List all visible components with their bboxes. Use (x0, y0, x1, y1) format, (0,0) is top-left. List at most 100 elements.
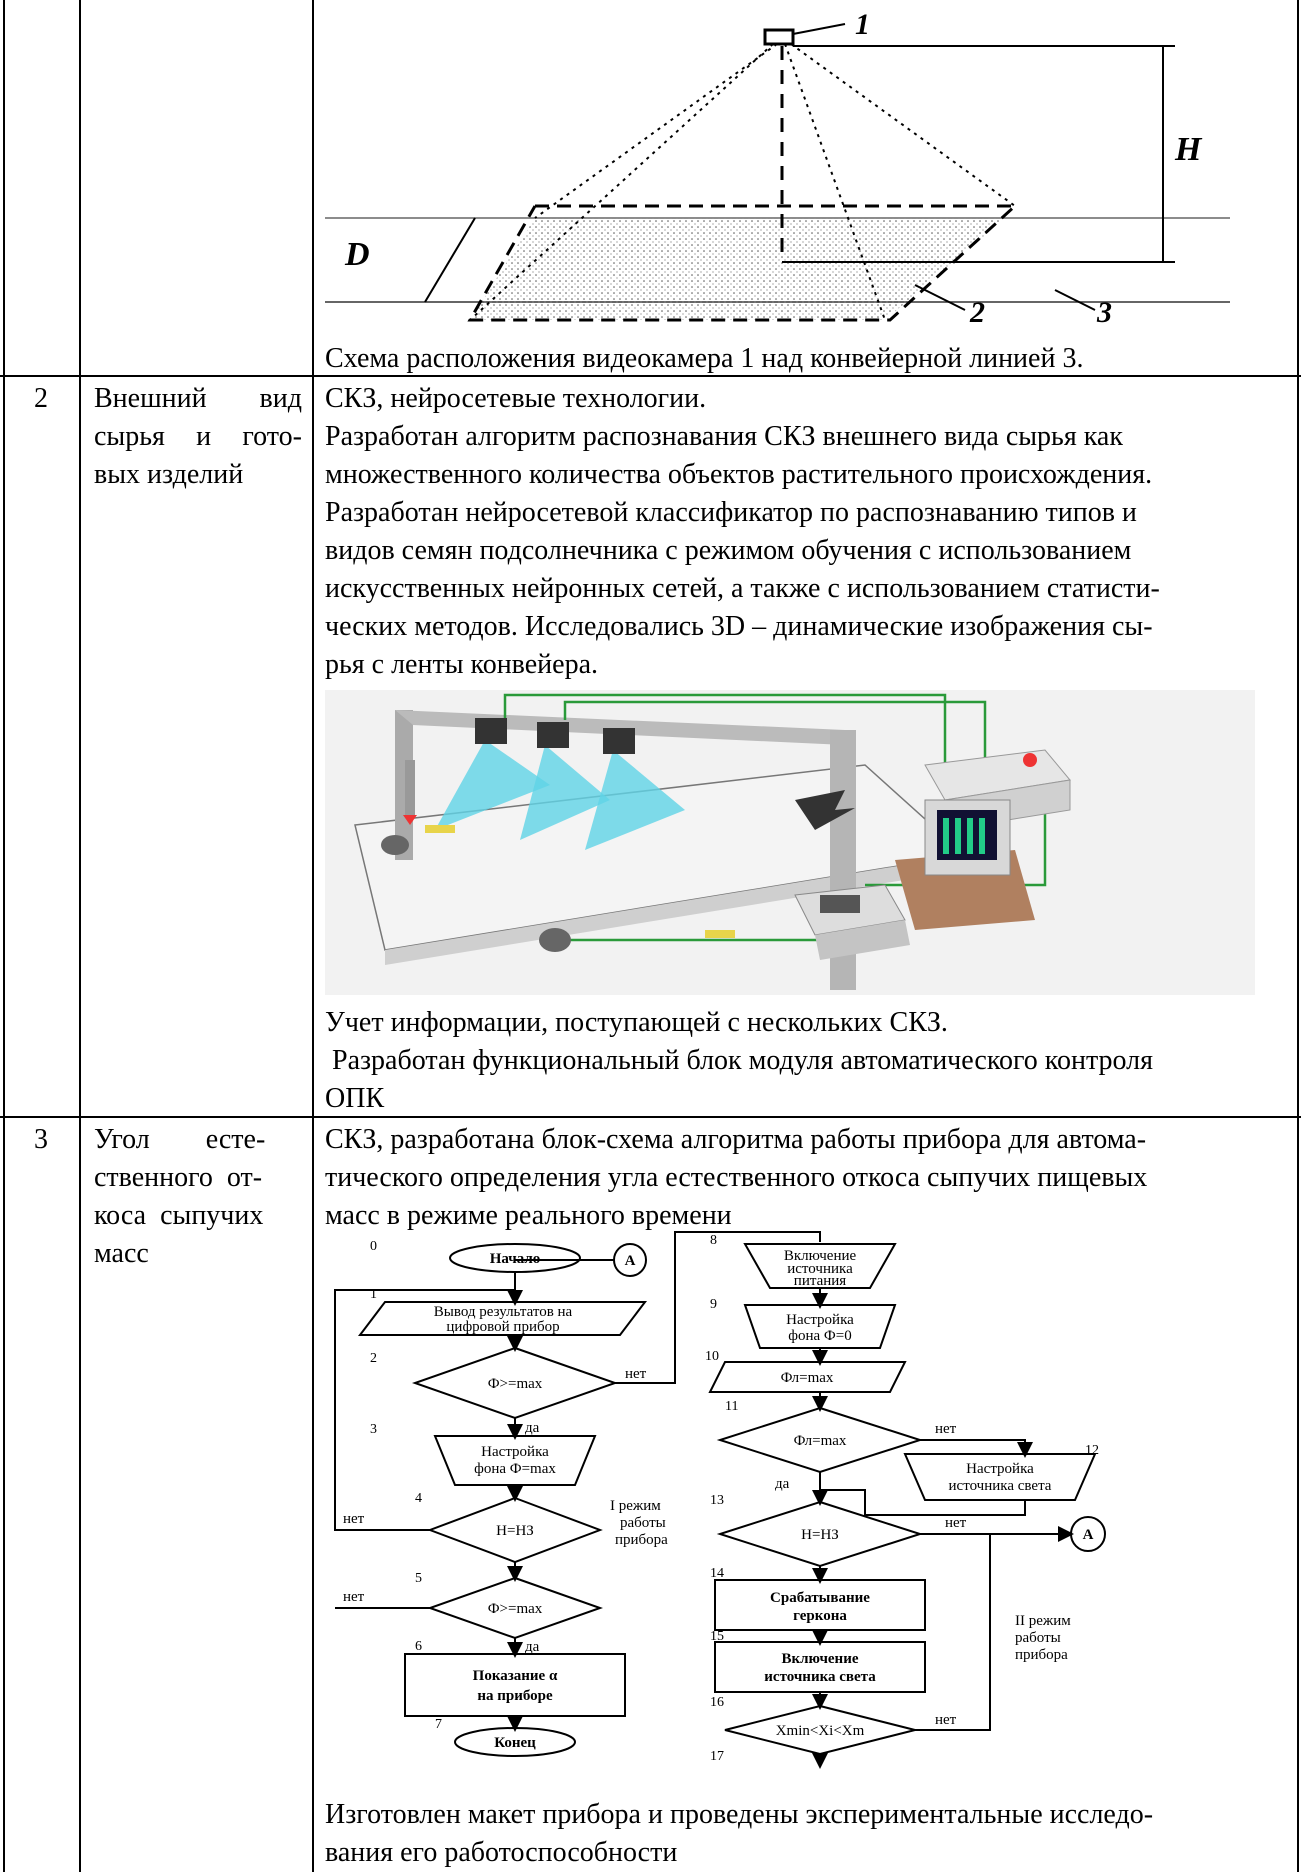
row3-caption-line: Изготовлен макет прибора и проведены экс… (325, 1799, 1154, 1830)
row2-param-line: вых изделий (94, 459, 244, 490)
table-border-right (1297, 0, 1299, 1872)
row2-text-line: множественного количества объектов расти… (325, 459, 1153, 490)
fc-step-number: 6 (415, 1639, 422, 1654)
row2-caption-line: Учет информации, поступающей с нескольки… (325, 1007, 948, 1038)
label-d: D (344, 236, 370, 273)
row1-caption: Схема расположения видеокамера 1 над кон… (325, 343, 1084, 374)
fc-step-number: 10 (705, 1349, 719, 1364)
row2-text-line: ческих методов. Исследовались 3D – динам… (325, 611, 1153, 642)
table-border-col1 (79, 0, 81, 1872)
fc-power-line1: Включение (784, 1248, 857, 1264)
conveyor-vision-system-figure (325, 690, 1255, 995)
fc-h-hz-2: Н=НЗ (801, 1527, 839, 1543)
label-1: 1 (855, 10, 870, 41)
fc-no-3: нет (343, 1589, 365, 1605)
table-border-left (3, 0, 5, 1872)
fc-step-number: 7 (435, 1717, 442, 1732)
fc-bg-zero-line1: Настройка (786, 1312, 854, 1328)
row2-text-line: видов семян подсолнечника с режимом обуч… (325, 535, 1132, 566)
fc-output-line2: цифровой прибор (446, 1319, 559, 1335)
fc-light-on-line2: источника света (764, 1669, 876, 1685)
fc-step-number: 15 (710, 1629, 724, 1644)
row3-param-line: ственного от- (94, 1162, 263, 1193)
fc-connector-a-2: A (1083, 1527, 1094, 1543)
fc-yes-1: да (525, 1420, 540, 1436)
row3-number: 3 (34, 1124, 48, 1155)
fc-step-number: 9 (710, 1297, 717, 1312)
row2-number: 2 (34, 383, 48, 414)
fc-reed-line1: Срабатывание (770, 1590, 870, 1606)
fc-step-number: 2 (370, 1351, 377, 1366)
fc-step-number: 3 (370, 1422, 377, 1437)
row2-text-line: Разработан нейросетевой классификатор по… (325, 497, 1137, 528)
fc-yes-3: да (775, 1476, 790, 1492)
fc-bg-max-line2: фона Ф=max (474, 1461, 556, 1477)
fc-power-line3: питания (794, 1273, 847, 1289)
row2-text-line: рья с ленты конвейера. (325, 649, 598, 680)
fc-mode1-line3: прибора (615, 1532, 668, 1548)
fc-phi-max-1: Ф>=max (488, 1376, 543, 1392)
fc-step-number: 8 (710, 1233, 717, 1248)
row2-text-line: СКЗ, нейросетевые технологии. (325, 383, 707, 414)
fc-no-6: нет (935, 1712, 957, 1728)
fc-reed-line2: геркона (793, 1608, 847, 1624)
fc-phil-max-1: Фл=max (781, 1370, 834, 1386)
fc-step-number: 0 (370, 1239, 377, 1254)
fc-step-number: 1 (370, 1287, 377, 1302)
row3-text-line: СКЗ, разработана блок-схема алгоритма ра… (325, 1124, 1147, 1155)
fc-output-line1: Вывод результатов на (434, 1304, 573, 1320)
fc-yes-2: да (525, 1639, 540, 1655)
fc-step-number: 14 (710, 1566, 724, 1581)
fc-step-number: 12 (1085, 1443, 1099, 1458)
fc-mode2-line2: работы (1015, 1630, 1061, 1646)
label-3: 3 (1096, 296, 1112, 329)
fc-phi-max-2: Ф>=max (488, 1601, 543, 1617)
row2-param-line: сырья и гото- (94, 421, 302, 452)
row2-param-line: Внешний вид (94, 383, 302, 414)
row-divider-2 (0, 1116, 1301, 1118)
fc-show-alpha-1-line1: Показание α (473, 1668, 558, 1684)
row3-param-line: коса сыпучих (94, 1200, 264, 1231)
fc-no-2: нет (343, 1511, 365, 1527)
fc-step-number: 16 (710, 1695, 724, 1710)
fc-h-hz-1: Н=НЗ (496, 1523, 534, 1539)
algorithm-flowchart: Начало A Вывод результатов на цифровой п… (334, 1231, 1106, 1769)
row3-param-line: Угол есте- (94, 1124, 266, 1155)
fc-light-adj-line2: источника света (949, 1478, 1052, 1494)
table-border-col2 (312, 0, 314, 1872)
fc-show-alpha-1-line2: на приборе (477, 1688, 553, 1704)
fc-bg-max-line1: Настройка (481, 1444, 549, 1460)
fc-start: Начало (490, 1251, 541, 1267)
fc-mode1-line2: работы (620, 1515, 666, 1531)
fc-light-on-line1: Включение (781, 1651, 858, 1667)
fc-condition: Xmin<Xi<Xm (776, 1723, 865, 1739)
fc-connector-a: A (625, 1253, 636, 1269)
fc-no-4: нет (935, 1421, 957, 1437)
fc-mode2-line3: прибора (1015, 1647, 1068, 1663)
fc-step-number: 4 (415, 1491, 422, 1506)
row3-text-line: масс в режиме реального времени (325, 1200, 732, 1231)
row3-param-line: масс (94, 1238, 149, 1269)
fc-phil-max-2: Фл=max (794, 1433, 847, 1449)
fc-mode2-line1: II режим (1015, 1613, 1071, 1629)
row2-caption-line: Разработан функциональный блок модуля ав… (325, 1045, 1154, 1076)
fc-power-line2: источника (787, 1261, 853, 1277)
fc-step-number: 17 (710, 1749, 724, 1764)
label-2: 2 (969, 296, 985, 329)
row3-text-line: тического определения угла естественного… (325, 1162, 1148, 1193)
fc-bg-zero-line2: фона Ф=0 (788, 1328, 851, 1344)
label-h: H (1174, 131, 1203, 168)
row3-caption-line: вания его работоспособности (325, 1837, 678, 1868)
row2-caption-line: ОПК (325, 1083, 385, 1114)
fc-no-1: нет (625, 1366, 647, 1382)
fc-mode1-line1: I режим (610, 1498, 661, 1514)
row2-text-line: искусственных нейронных сетей, а также с… (325, 573, 1160, 604)
fc-step-number: 5 (415, 1571, 422, 1586)
row2-text-line: Разработан алгоритм распознавания СКЗ вн… (325, 421, 1123, 452)
camera-scheme-figure: H D 2 3 1 (325, 10, 1230, 329)
fc-step-number: 11 (725, 1399, 738, 1414)
fc-no-5: нет (945, 1515, 967, 1531)
fc-step-number: 13 (710, 1493, 724, 1508)
row-divider-1 (0, 375, 1301, 377)
